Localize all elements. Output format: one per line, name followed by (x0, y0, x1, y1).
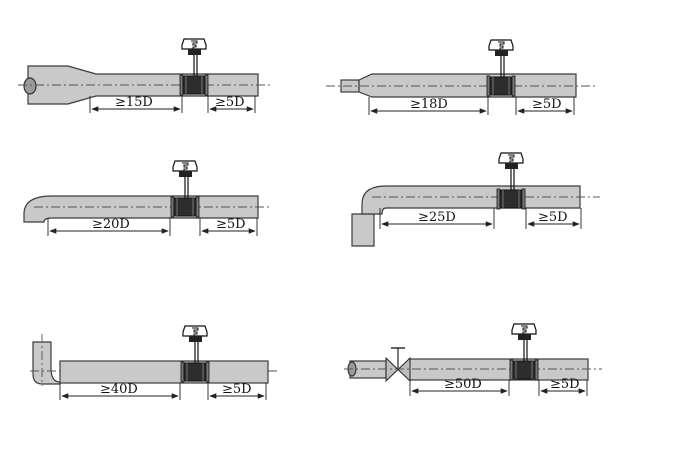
downstream-length-label: ≥5D (550, 377, 580, 392)
diagram-reducer: ≥15D ≥5D (18, 38, 270, 113)
diagram-expander: ≥18D ≥5D (326, 39, 596, 115)
diagram-double-elbow: ≥25D ≥5D (351, 152, 600, 247)
diagram-valve: ≥50D ≥5D (344, 323, 602, 396)
diagram-vertical-elbow: ≥40D ≥5D (30, 325, 280, 400)
upstream-length-label: ≥25D (418, 210, 456, 225)
horizontal-pipe (59, 360, 269, 384)
upstream-length-label: ≥15D (115, 95, 153, 110)
flowmeter-icon (486, 39, 516, 97)
flowmeter-icon (180, 325, 210, 383)
flowmeter-icon (496, 152, 526, 210)
flowmeter-icon (509, 323, 539, 381)
vertical-riser-pipe (32, 341, 61, 385)
vertical-elbow-pipe (351, 213, 375, 247)
upstream-length-label: ≥20D (92, 217, 130, 232)
upstream-length-label: ≥40D (100, 382, 138, 397)
upstream-length-label: ≥50D (444, 377, 482, 392)
upstream-length-label: ≥18D (410, 97, 448, 112)
downstream-length-label: ≥5D (222, 382, 252, 397)
pipe-opening (23, 77, 37, 95)
diagram-single-elbow: ≥20D ≥5D (23, 160, 272, 236)
outlet-pipe (409, 358, 589, 381)
expanded-pipe (358, 73, 577, 98)
downstream-length-label: ≥5D (538, 210, 568, 225)
flowmeter-icon (170, 160, 200, 218)
flowmeter-icon (179, 38, 209, 96)
downstream-length-label: ≥5D (216, 217, 246, 232)
downstream-length-label: ≥5D (532, 97, 562, 112)
downstream-length-label: ≥5D (215, 95, 245, 110)
